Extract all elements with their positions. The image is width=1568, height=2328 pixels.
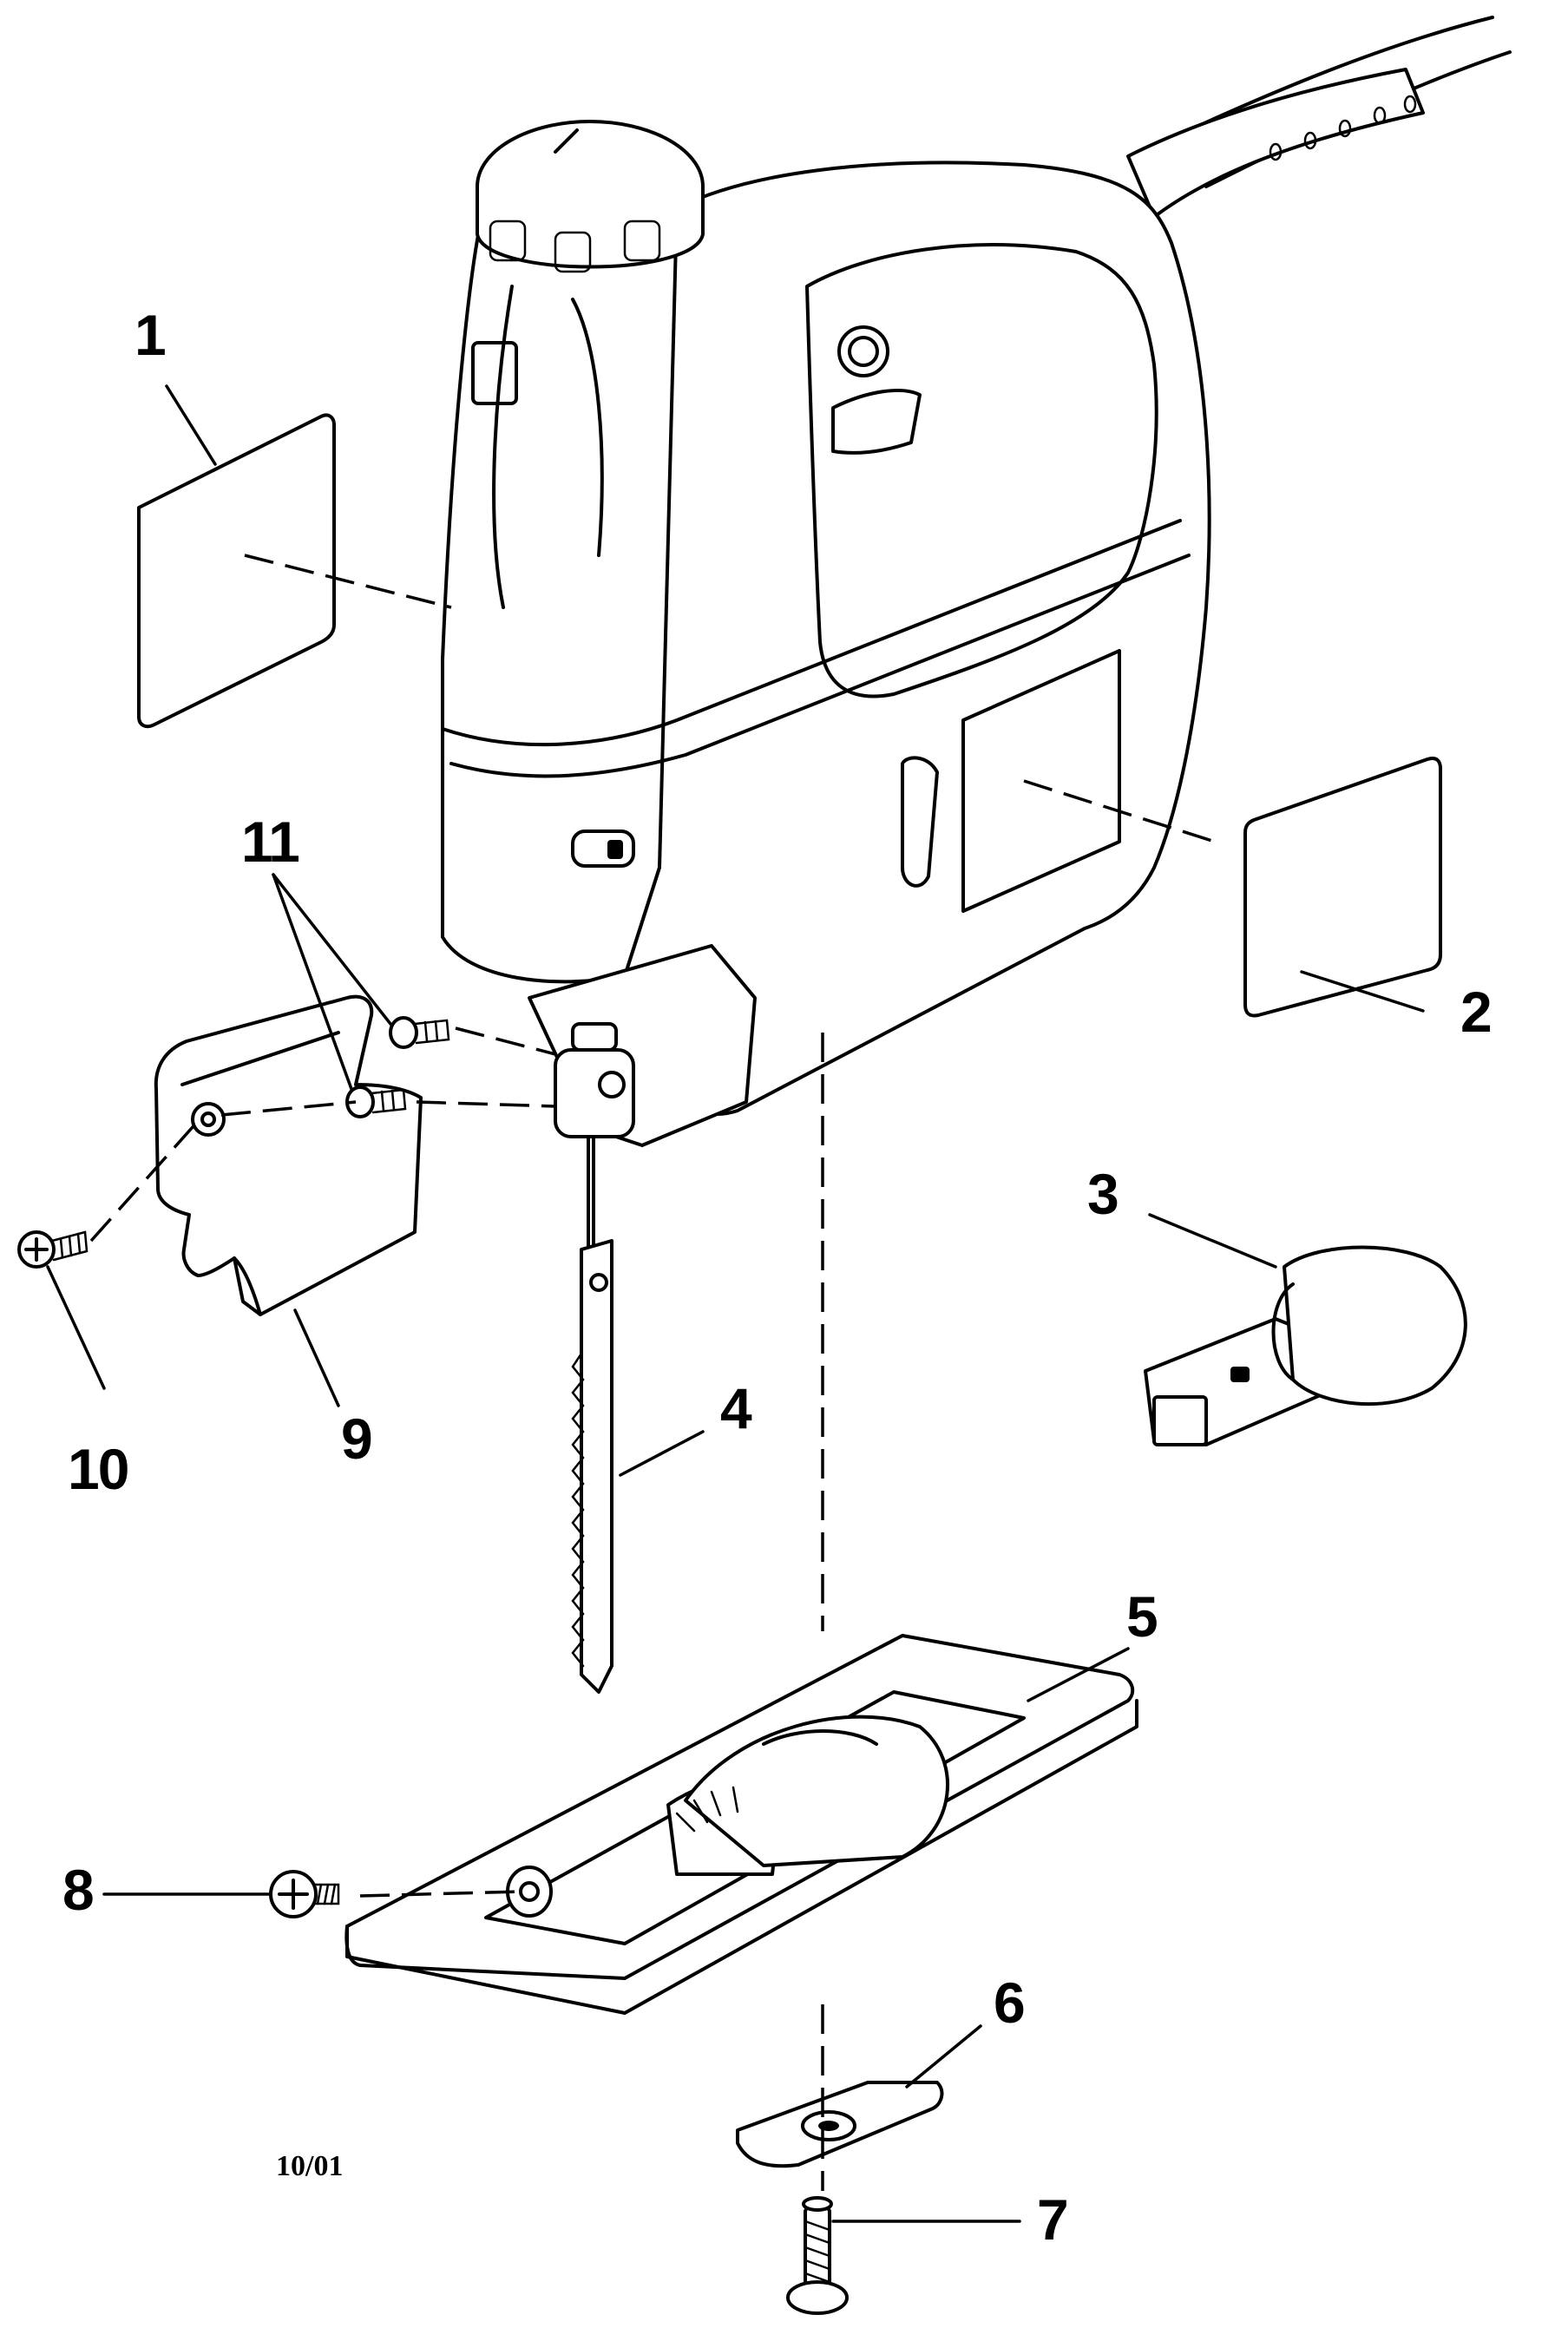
power-cord — [1126, 16, 1512, 219]
blade-clamp — [528, 944, 757, 1147]
saw-blade-part-4 — [571, 1135, 613, 1694]
callout-4: 4 — [720, 1376, 752, 1440]
screw-part-10 — [17, 1230, 89, 1269]
callout-5: 5 — [1126, 1584, 1158, 1649]
callout-11: 11 — [241, 810, 300, 874]
callout-8: 8 — [62, 1858, 95, 1922]
screws-part-11 — [345, 1016, 450, 1118]
blade-support-part-6 — [736, 2081, 944, 2168]
callout-3: 3 — [1087, 1162, 1119, 1226]
callout-1: 1 — [134, 303, 167, 367]
date-code: 10/01 — [276, 2150, 344, 2182]
base-shoe-part-5 — [344, 1634, 1138, 2015]
callout-9: 9 — [341, 1407, 373, 1471]
blade-guard-part-9 — [154, 994, 423, 1316]
plug-part-3 — [1144, 1245, 1467, 1446]
callout-10: 10 — [68, 1437, 129, 1501]
label-plate-part-1 — [137, 413, 336, 729]
assembly-dashed-lines — [89, 554, 1216, 2191]
screw-part-8 — [269, 1870, 340, 1918]
callout-6: 6 — [994, 1971, 1026, 2035]
tool-housing — [441, 120, 1211, 1116]
leader-lines — [46, 384, 1425, 2223]
screw-part-7 — [786, 2196, 849, 2315]
callout-2: 2 — [1460, 980, 1493, 1044]
label-plate-part-2 — [1243, 757, 1442, 1018]
callout-7: 7 — [1037, 2187, 1069, 2252]
